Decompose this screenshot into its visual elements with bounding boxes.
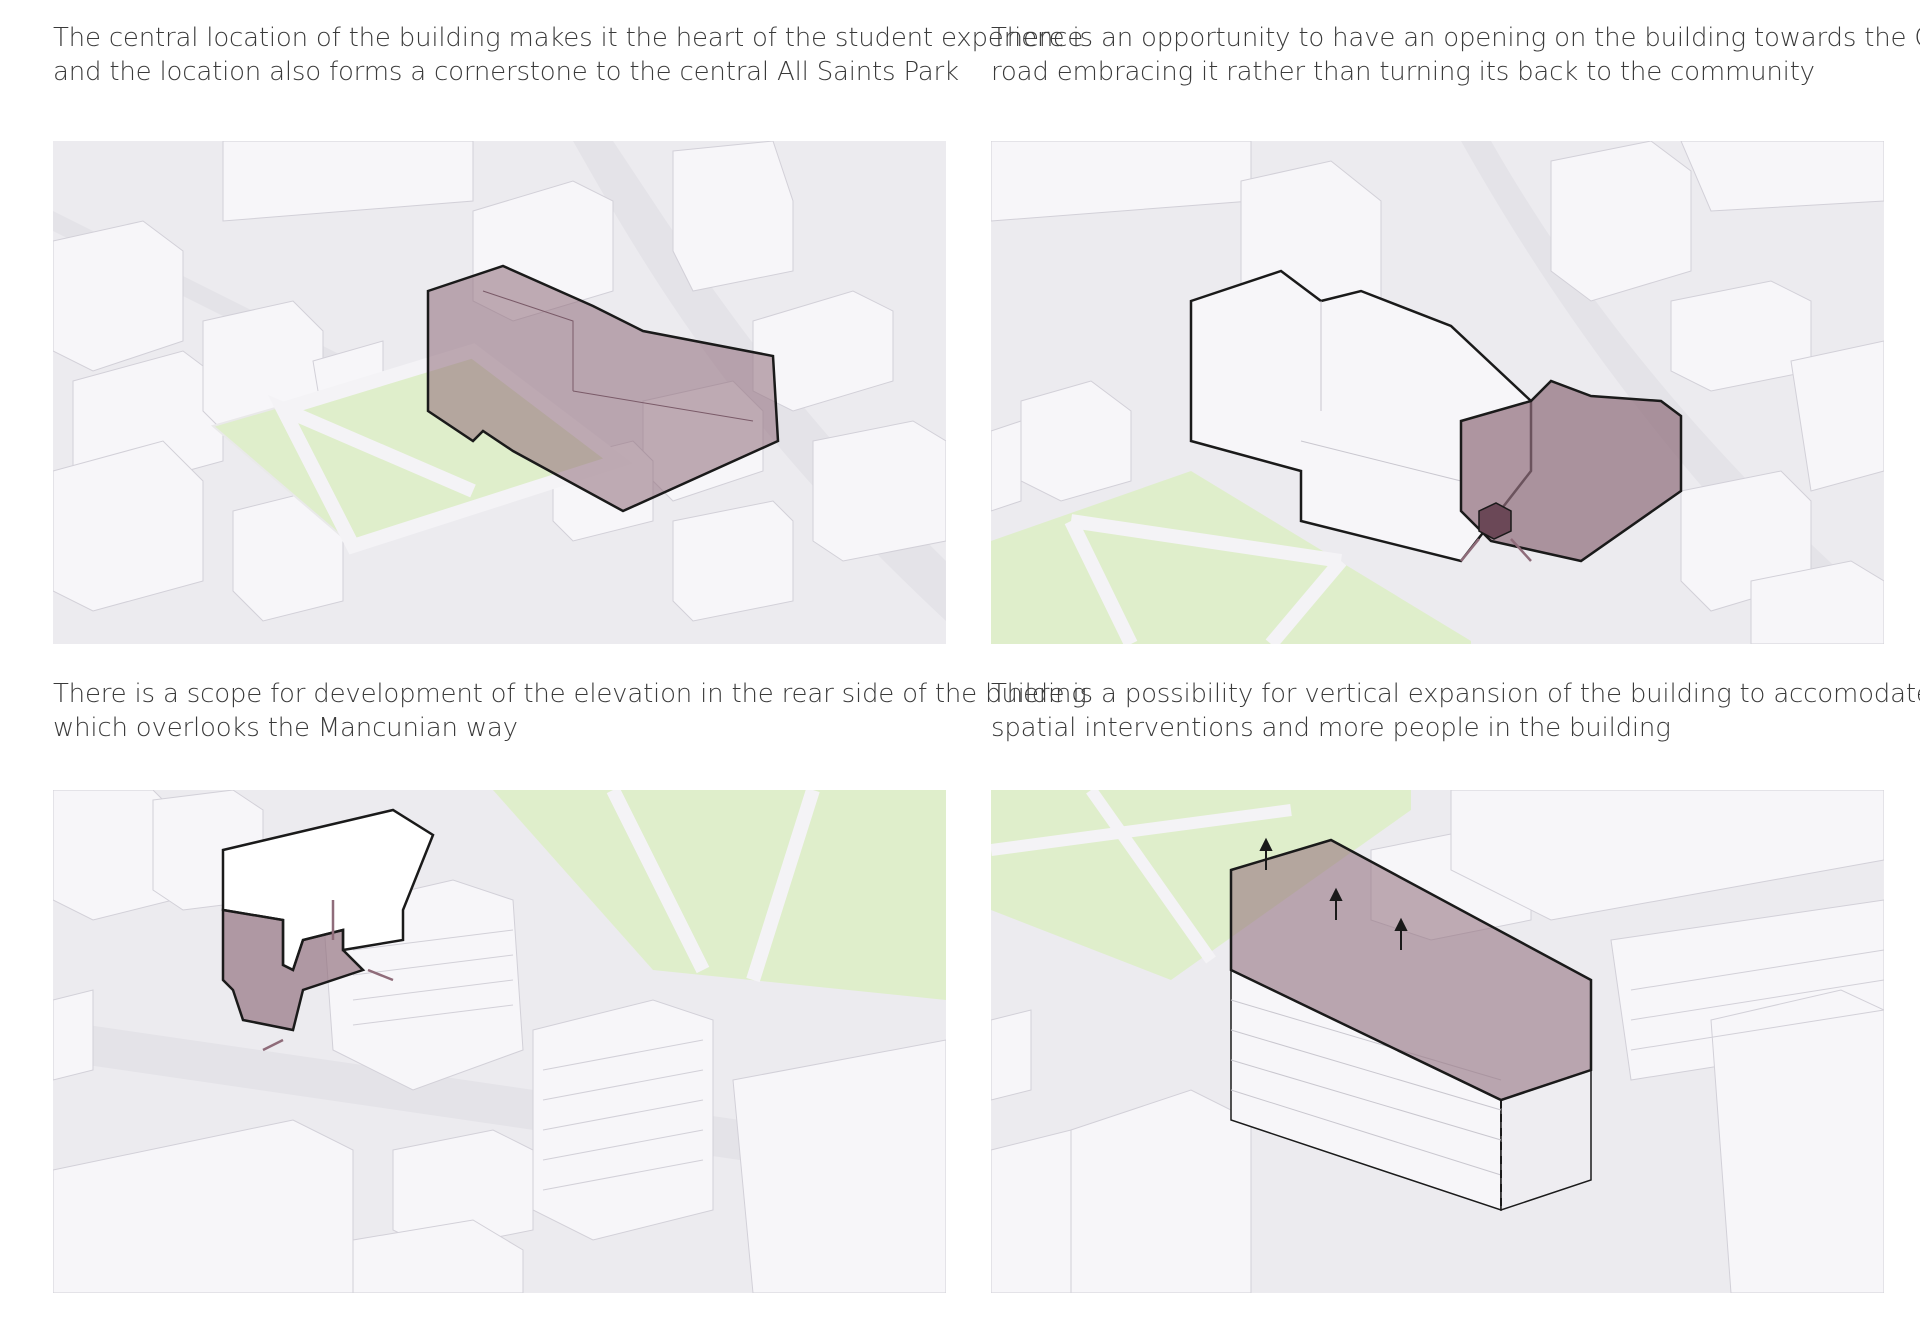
caption-line: There is an opportunity to have an openi… <box>991 23 1920 53</box>
caption-line: There is a possibility for vertical expa… <box>991 679 1920 709</box>
caption-line: spatial interventions and more people in… <box>991 713 1671 743</box>
diagram-vertical-expansion <box>991 790 1884 1293</box>
diagram-rear-elevation <box>53 790 946 1293</box>
caption-rear-elevation: There is a scope for development of the … <box>53 677 1087 745</box>
diagram-central-location <box>53 141 946 644</box>
caption-vertical-expansion: There is a possibility for vertical expa… <box>991 677 1920 745</box>
caption-line: The central location of the building mak… <box>53 23 1084 53</box>
caption-line: and the location also forms a cornerston… <box>53 57 959 87</box>
caption-central-location: The central location of the building mak… <box>53 21 1083 89</box>
caption-opening-oxford-road: There is an opportunity to have an openi… <box>991 21 1920 89</box>
caption-line: road embracing it rather than turning it… <box>991 57 1815 87</box>
diagram-opening-oxford-road <box>991 141 1884 644</box>
caption-line: which overlooks the Mancunian way <box>53 713 518 743</box>
caption-line: There is a scope for development of the … <box>53 679 1087 709</box>
